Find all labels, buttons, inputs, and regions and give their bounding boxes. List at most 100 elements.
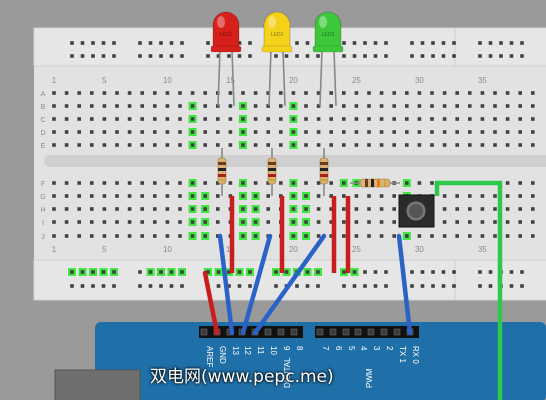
- breadboard-hole[interactable]: [138, 284, 142, 288]
- breadboard-hole[interactable]: [468, 194, 472, 198]
- breadboard-hole[interactable]: [417, 117, 422, 121]
- breadboard-hole[interactable]: [329, 234, 333, 238]
- breadboard-hole[interactable]: [203, 143, 207, 147]
- breadboard-hole[interactable]: [493, 234, 497, 238]
- breadboard-hole[interactable]: [442, 220, 447, 224]
- breadboard-hole[interactable]: [493, 143, 497, 147]
- breadboard-hole[interactable]: [480, 194, 485, 198]
- breadboard-hole[interactable]: [420, 270, 425, 274]
- breadboard-hole[interactable]: [169, 41, 174, 45]
- breadboard-hole[interactable]: [316, 207, 321, 211]
- breadboard-hole[interactable]: [165, 181, 170, 185]
- arduino-pin[interactable]: [264, 328, 272, 336]
- breadboard-hole[interactable]: [127, 117, 132, 121]
- breadboard-hole[interactable]: [115, 117, 119, 121]
- breadboard-hole[interactable]: [237, 41, 242, 45]
- breadboard-hole[interactable]: [367, 117, 371, 121]
- breadboard-hole[interactable]: [102, 220, 107, 224]
- breadboard-hole[interactable]: [102, 181, 107, 185]
- breadboard-hole[interactable]: [452, 284, 456, 288]
- resistor-2[interactable]: [267, 148, 277, 196]
- breadboard-hole[interactable]: [178, 130, 182, 134]
- breadboard-hole[interactable]: [180, 41, 184, 45]
- breadboard-hole[interactable]: [253, 91, 258, 95]
- breadboard-hole[interactable]: [342, 207, 346, 211]
- breadboard-hole[interactable]: [379, 207, 384, 211]
- breadboard-hole[interactable]: [304, 234, 308, 238]
- breadboard-hole[interactable]: [354, 104, 359, 108]
- breadboard-hole[interactable]: [165, 143, 170, 147]
- breadboard-hole[interactable]: [367, 91, 371, 95]
- breadboard-hole[interactable]: [499, 54, 503, 58]
- breadboard-hole[interactable]: [531, 220, 535, 224]
- arduino-board[interactable]: [95, 322, 546, 400]
- breadboard-hole[interactable]: [316, 270, 320, 274]
- breadboard-hole[interactable]: [468, 143, 472, 147]
- breadboard-hole[interactable]: [430, 130, 434, 134]
- breadboard-hole[interactable]: [493, 91, 497, 95]
- breadboard-hole[interactable]: [305, 270, 310, 274]
- breadboard-hole[interactable]: [342, 284, 346, 288]
- breadboard-hole[interactable]: [430, 104, 434, 108]
- breadboard-hole[interactable]: [405, 104, 409, 108]
- breadboard-hole[interactable]: [165, 104, 170, 108]
- breadboard-hole[interactable]: [379, 91, 384, 95]
- breadboard-hole[interactable]: [153, 194, 157, 198]
- breadboard-hole[interactable]: [373, 270, 378, 274]
- breadboard-hole[interactable]: [329, 143, 333, 147]
- wire-blue-13[interactable]: [217, 233, 235, 336]
- breadboard-hole[interactable]: [363, 54, 367, 58]
- breadboard-hole[interactable]: [342, 91, 346, 95]
- breadboard-hole[interactable]: [140, 130, 144, 134]
- breadboard-hole[interactable]: [531, 143, 535, 147]
- breadboard-hole[interactable]: [291, 207, 296, 211]
- breadboard-hole[interactable]: [455, 207, 459, 211]
- breadboard-hole[interactable]: [405, 181, 409, 185]
- breadboard-hole[interactable]: [52, 234, 56, 238]
- arduino-pin[interactable]: [354, 328, 362, 336]
- breadboard-hole[interactable]: [127, 220, 132, 224]
- breadboard-hole[interactable]: [329, 130, 333, 134]
- breadboard-hole[interactable]: [253, 207, 258, 211]
- breadboard-hole[interactable]: [165, 234, 170, 238]
- breadboard-hole[interactable]: [291, 194, 296, 198]
- breadboard-hole[interactable]: [190, 234, 195, 238]
- breadboard-hole[interactable]: [505, 194, 510, 198]
- breadboard-hole[interactable]: [64, 117, 69, 121]
- arduino-pin[interactable]: [393, 328, 401, 336]
- breadboard-hole[interactable]: [165, 91, 170, 95]
- breadboard-hole[interactable]: [367, 143, 371, 147]
- breadboard-hole[interactable]: [410, 54, 414, 58]
- breadboard-hole[interactable]: [148, 270, 153, 274]
- breadboard-hole[interactable]: [392, 207, 396, 211]
- wire-blue-2[interactable]: [396, 233, 413, 336]
- breadboard-hole[interactable]: [342, 41, 346, 45]
- breadboard-hole[interactable]: [248, 41, 252, 45]
- breadboard-hole[interactable]: [367, 207, 371, 211]
- breadboard-hole[interactable]: [77, 91, 81, 95]
- breadboard-hole[interactable]: [379, 130, 384, 134]
- breadboard-hole[interactable]: [455, 117, 459, 121]
- breadboard-hole[interactable]: [169, 270, 174, 274]
- breadboard-hole[interactable]: [90, 234, 94, 238]
- breadboard-hole[interactable]: [91, 270, 95, 274]
- breadboard-hole[interactable]: [480, 207, 485, 211]
- breadboard-hole[interactable]: [64, 91, 69, 95]
- breadboard-hole[interactable]: [102, 234, 107, 238]
- breadboard-hole[interactable]: [138, 270, 142, 274]
- breadboard-hole[interactable]: [455, 91, 459, 95]
- breadboard-hole[interactable]: [140, 181, 144, 185]
- breadboard-hole[interactable]: [518, 91, 522, 95]
- breadboard-hole[interactable]: [102, 91, 107, 95]
- breadboard-hole[interactable]: [417, 130, 422, 134]
- breadboard-hole[interactable]: [316, 117, 321, 121]
- breadboard-hole[interactable]: [488, 284, 493, 288]
- breadboard-hole[interactable]: [90, 207, 94, 211]
- breadboard-hole[interactable]: [493, 220, 497, 224]
- breadboard-hole[interactable]: [304, 194, 308, 198]
- breadboard-hole[interactable]: [354, 143, 359, 147]
- breadboard-hole[interactable]: [392, 117, 396, 121]
- breadboard-hole[interactable]: [102, 104, 107, 108]
- breadboard-hole[interactable]: [91, 54, 95, 58]
- breadboard-hole[interactable]: [241, 207, 245, 211]
